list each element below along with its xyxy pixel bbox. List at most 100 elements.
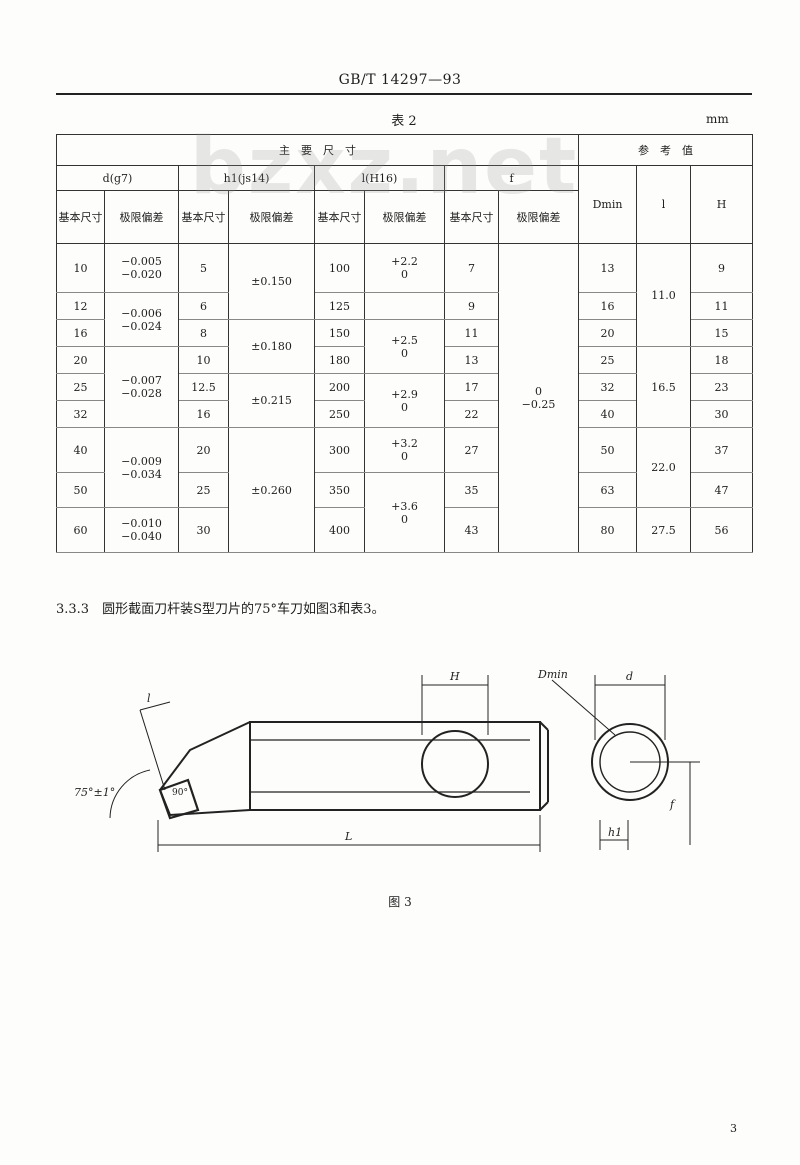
section-paragraph: 3.3.3 圆形截面刀杆装S型刀片的75°车刀如图3和表3。 (56, 602, 385, 617)
tool-shank (249, 721, 541, 811)
cell-h1: 25 (178, 472, 229, 508)
label-d: d (626, 670, 633, 683)
cell-ref-h: 56 (689, 507, 754, 553)
cell-d: 25 (56, 373, 105, 401)
label-h: H (449, 670, 460, 683)
cell-h1: 20 (178, 427, 229, 473)
table-row: 40 −0.009 −0.034 20 ±0.260 300 +3.2 0 27… (56, 427, 754, 553)
header-ref-l: l (636, 165, 691, 244)
cell-h1-dev: ±0.150 (228, 243, 315, 320)
cell-ref-h: 23 (689, 373, 754, 401)
cell-l: 250 (314, 400, 365, 428)
page-number: 3 (730, 1122, 737, 1135)
standard-header: GB/T 14297—93 (338, 72, 462, 88)
cell-ref-h: 47 (689, 472, 754, 508)
cell-l: 100 (314, 243, 365, 293)
spec-table: 主 要 尺 寸 参 考 值 d(g7) h1(js14) l(H16) f Dm… (56, 134, 754, 553)
header-ref-h: H (689, 165, 754, 244)
cell-d-dev: −0.007 −0.028 (104, 346, 179, 428)
label-L: L (344, 830, 352, 843)
subgroup-d: d(g7) (56, 165, 179, 191)
cell-h1: 10 (178, 346, 229, 374)
cell-d: 40 (56, 427, 105, 473)
header-rule (56, 93, 752, 95)
cell-ref-h: 37 (689, 427, 754, 473)
cell-l-dev: +3.6 0 (364, 472, 445, 553)
cell-d-min: 40 (578, 400, 637, 428)
figure-3-drawing: 75°±1° 90° l L H Dmin d f h1 (74, 668, 700, 852)
cell-l: 150 (314, 319, 365, 347)
header-deviation: 极限偏差 (498, 190, 579, 244)
header-basic: 基本尺寸 (444, 190, 499, 244)
group-main-dimensions: 主 要 尺 寸 (56, 134, 579, 166)
cell-d-dev: −0.006 −0.024 (104, 292, 179, 347)
cell-ref-h: 11 (689, 292, 754, 320)
cell-l-dev: +2.5 0 (364, 319, 445, 374)
watermark: bzxz.net (190, 122, 579, 212)
group-reference-values: 参 考 值 (577, 134, 754, 166)
table-row: 25 12.5 ±0.215 200 +2.9 0 17 32 23 (56, 373, 754, 428)
cell-h1-dev: ±0.260 (228, 427, 315, 553)
cell-f: 35 (444, 472, 499, 508)
table-caption: 表 2 (391, 114, 417, 129)
cell-d-min: 25 (578, 346, 637, 374)
header-deviation: 极限偏差 (104, 190, 179, 244)
table-row: 20 −0.007 −0.028 10 180 13 25 16.5 18 (56, 346, 754, 428)
cell-l-dev: +2.2 0 (364, 243, 445, 293)
cell-f: 22 (444, 400, 499, 428)
cell-d: 12 (56, 292, 105, 320)
cell-l-dev: +2.9 0 (364, 373, 445, 428)
cell-d-min: 63 (578, 472, 637, 508)
cell-d: 60 (56, 507, 105, 553)
cell-l: 400 (314, 507, 365, 553)
figure-caption: 图 3 (388, 895, 412, 909)
table-row: 32 16 250 22 40 30 (56, 400, 754, 428)
cell-l: 200 (314, 373, 365, 401)
cell-d: 50 (56, 472, 105, 508)
cell-d-min: 13 (578, 243, 637, 293)
cell-d: 16 (56, 319, 105, 347)
cell-h1: 30 (178, 507, 229, 553)
cell-l-dev: +3.2 0 (364, 427, 445, 473)
cell-ref-h: 30 (689, 400, 754, 428)
insert (158, 778, 200, 820)
section-circle (421, 730, 489, 798)
cell-d-min: 80 (578, 507, 637, 553)
cell-f: 7 (444, 243, 499, 293)
cell-ref-h: 9 (689, 243, 754, 293)
label-d-min: Dmin (537, 668, 568, 681)
cell-d-min: 20 (578, 319, 637, 347)
cell-l-dev (364, 292, 445, 320)
label-angle: 75°±1° (74, 786, 115, 799)
header-basic: 基本尺寸 (56, 190, 105, 244)
cell-ref-h: 15 (689, 319, 754, 347)
label-h1: h1 (608, 826, 622, 839)
cell-h1: 16 (178, 400, 229, 428)
table-row: 10 −0.005 −0.020 5 ±0.150 100 +2.2 0 7 0… (56, 243, 754, 553)
cell-l: 180 (314, 346, 365, 374)
cell-d: 10 (56, 243, 105, 293)
cell-d-min: 50 (578, 427, 637, 473)
cell-h1-dev: ±0.180 (228, 319, 315, 374)
cell-d-min: 16 (578, 292, 637, 320)
cell-d-dev: −0.010 −0.040 (104, 507, 179, 553)
cell-ref-h: 18 (689, 346, 754, 374)
subgroup-h1: h1(js14) (178, 165, 315, 191)
cell-ref-l: 27.5 (636, 507, 691, 553)
cell-f: 13 (444, 346, 499, 374)
tool-head (158, 721, 251, 817)
cell-ref-l: 22.0 (636, 427, 691, 508)
cell-h1: 5 (178, 243, 229, 293)
cell-h1: 8 (178, 319, 229, 347)
cell-f: 43 (444, 507, 499, 553)
cell-d: 32 (56, 400, 105, 428)
cell-l: 350 (314, 472, 365, 508)
header-deviation: 极限偏差 (364, 190, 445, 244)
label-l-small: l (147, 692, 151, 705)
cell-ref-l: 16.5 (636, 346, 691, 428)
cell-f: 9 (444, 292, 499, 320)
label-right-angle: 90° (172, 788, 188, 798)
table-unit: mm (706, 112, 729, 126)
cell-l: 125 (314, 292, 365, 320)
cell-d: 20 (56, 346, 105, 374)
